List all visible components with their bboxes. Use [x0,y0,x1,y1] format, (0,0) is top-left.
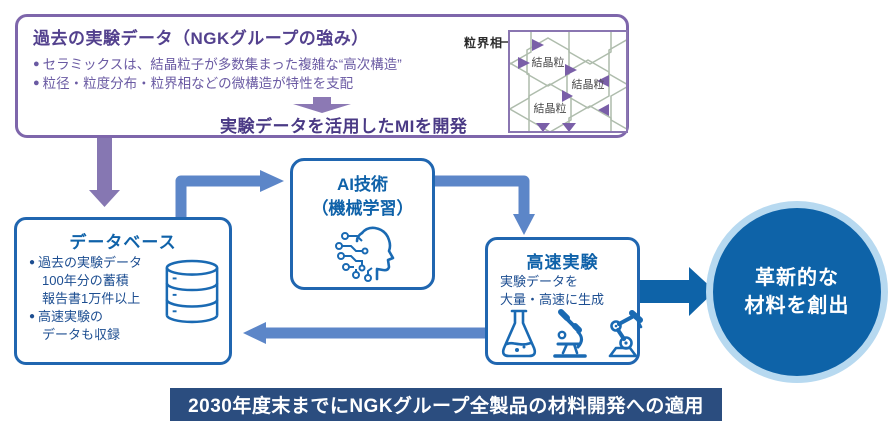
list-item-text: 高速実験の [38,309,104,324]
bullet-dot: ● [29,257,36,268]
list-item-text: 報告書1万件以上 [42,291,141,306]
bullet-dot: ● [29,311,36,322]
grain-boundary-label: 粒界相 [464,36,504,50]
bullet-item: ● セラミックスは、結晶粒子が多数集まった複雑な“高次構造” [33,55,402,74]
database-cylinder-icon [165,259,219,324]
database-details: ● 過去の実験データ 100年分の蓄積 報告書1万件以上 ● 高速実験の データ… [29,254,142,344]
list-item: ● 過去の実験データ [29,254,142,272]
outcome-line1: 革新的な [755,267,839,289]
arrow-topbox-to-database [89,136,120,207]
goal-banner: 2030年度末までにNGKグループ全製品の材料開発への適用 [170,388,722,421]
high-speed-experiment-box: 高速実験 実験データを 大量・高速に生成 [485,237,643,365]
ai-head-circuit-icon [335,226,395,282]
down-arrow-icon [293,97,351,113]
microscope-icon [553,309,587,358]
past-experiment-data-box: 過去の実験データ（NGKグループの強み） ● セラミックスは、結晶粒子が多数集ま… [15,14,629,138]
arrow-experiment-to-outcome [637,267,715,316]
arrow-ai-to-experiment [428,175,530,214]
experiment-description-line2: 大量・高速に生成 [500,292,605,307]
bullet-text: 粒径・粒度分布・粒界相などの微構造が特性を支配 [42,76,354,91]
ai-technology-box: AI技術 （機械学習） [290,158,435,290]
arrow-experiment-to-database-head [243,322,266,344]
flask-icon [501,309,537,358]
experiment-description-line1: 実験データを [500,274,579,289]
database-box: データベース ● 過去の実験データ 100年分の蓄積 報告書1万件以上 ● 高速… [14,217,232,365]
grain-label: 結晶粒 [572,77,605,91]
ai-title-line2: （機械学習） [311,199,414,218]
arrow-database-to-ai-head [260,170,284,192]
ai-title-line1: AI技術 [337,175,388,194]
list-item-text: 過去の実験データ [38,255,143,270]
experiment-icons [498,308,646,360]
outcome-line2: 材料を創出 [744,295,850,317]
bullet-item: ● 粒径・粒度分布・粒界相などの微構造が特性を支配 [33,74,402,93]
list-item-text: 100年分の蓄積 [42,273,129,288]
grain-boundary-triangles [518,39,609,131]
list-item-text: データも収録 [42,327,121,342]
robot-arm-icon [608,310,643,358]
past-data-title: 過去の実験データ（NGKグループの強み） [33,29,369,48]
hexagonal-grain-diagram: 結晶粒 結晶粒 結晶粒 [510,32,626,131]
microstructure-panel: 結晶粒 結晶粒 結晶粒 [508,30,628,133]
goal-banner-text: 2030年度末までにNGKグループ全製品の材料開発への適用 [188,396,704,417]
database-title: データベース [69,233,177,252]
grain-label: 結晶粒 [532,55,565,69]
list-item: ● 高速実験の [29,308,142,326]
arrow-ai-to-experiment-head [513,214,535,235]
ai-title: AI技術 （機械学習） [293,173,432,221]
mi-development-label: 実験データを活用したMIを開発 [220,117,468,136]
bullet-dot: ● [33,58,40,70]
bullet-dot: ● [33,77,40,89]
experiment-title: 高速実験 [526,253,599,272]
innovative-materials-circle: 革新的な 材料を創出 [706,201,888,383]
bullet-text: セラミックスは、結晶粒子が多数集まった複雑な“高次構造” [42,57,402,72]
grain-label: 結晶粒 [534,101,567,115]
experiment-description: 実験データを 大量・高速に生成 [500,273,604,309]
past-data-bullets: ● セラミックスは、結晶粒子が多数集まった複雑な“高次構造” ● 粒径・粒度分布… [33,55,402,93]
